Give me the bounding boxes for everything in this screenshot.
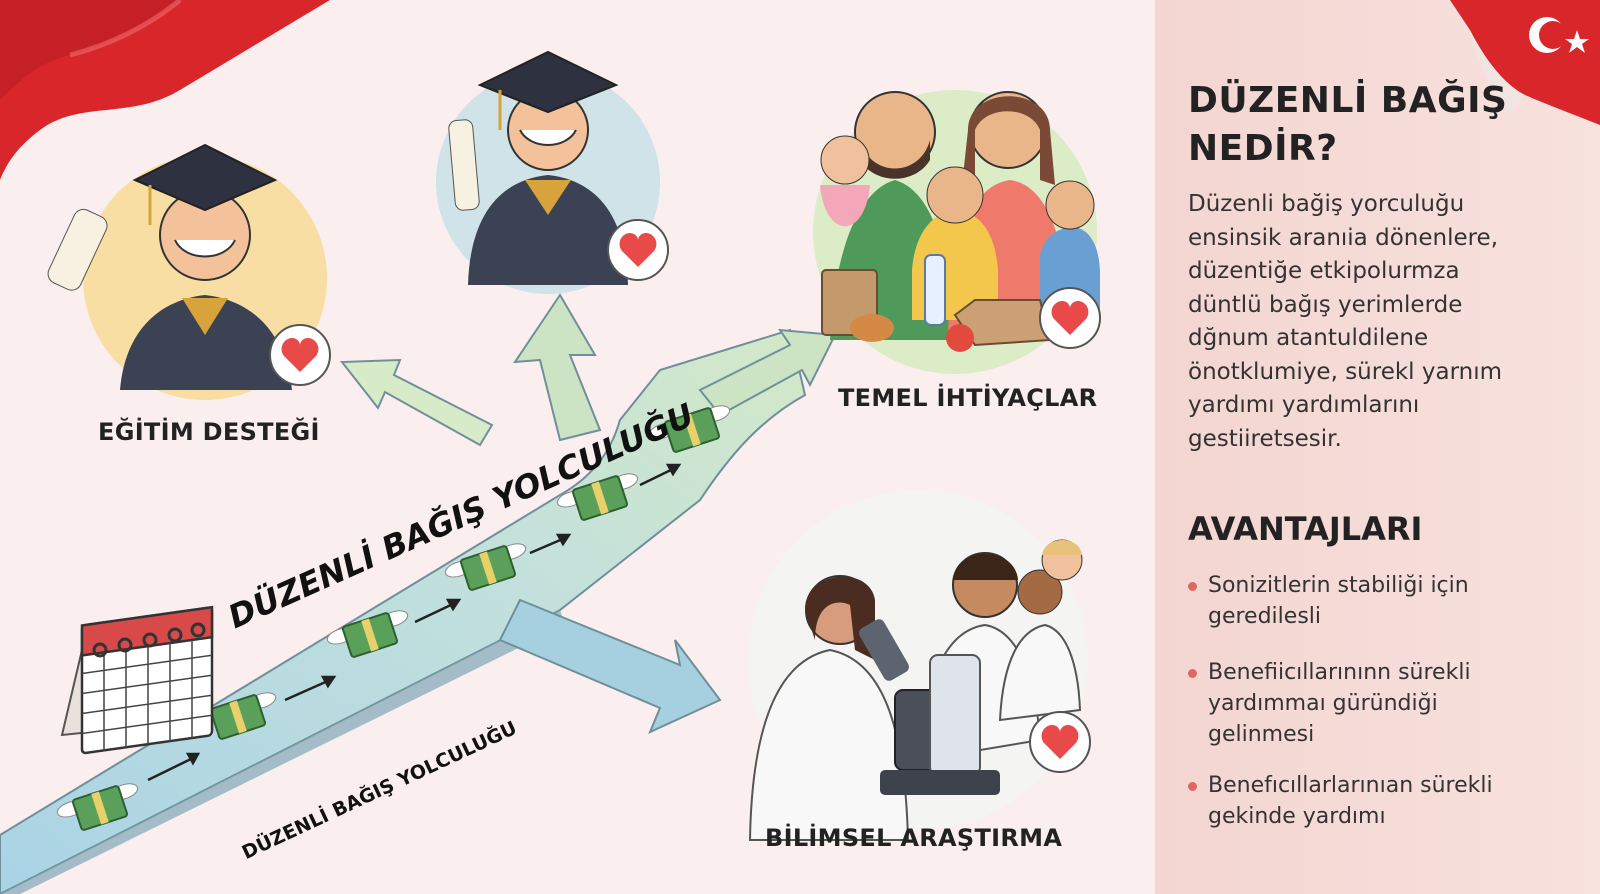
winged-money-icon — [648, 405, 731, 453]
turkish-flag-icon — [1450, 0, 1600, 125]
bullet-icon — [1188, 782, 1197, 791]
advantage-item: Benefiicıllarınınn sürekli yardımmaı gür… — [1188, 657, 1558, 750]
category-education-label: EĞİTİM DESTEĞİ — [98, 418, 320, 446]
winged-money-icons — [56, 405, 731, 831]
advantage-line: gelinmesi — [1208, 722, 1315, 747]
description-line: önotklumiye, sürekl yarnım — [1188, 358, 1503, 385]
winged-money-icon — [556, 473, 639, 521]
winged-money-icon — [444, 543, 527, 591]
page-title-line1: DÜZENLİ BAĞIŞ — [1188, 80, 1508, 121]
page-title-line2: NEDİR? — [1188, 128, 1338, 169]
description-line: gestiiretsesir. — [1188, 425, 1342, 452]
advantage-line: geredilesli — [1208, 604, 1322, 629]
flag-ribbon-left — [0, 0, 330, 180]
description-line: Düzenli bağiş yorculuğu — [1188, 191, 1465, 217]
basic-needs-illustration — [813, 90, 1101, 374]
heart-icon — [1051, 301, 1089, 335]
heart-icon — [281, 338, 319, 372]
description-line: düntlü bağış yerimlerde — [1188, 291, 1463, 318]
heart-icon — [619, 233, 657, 267]
description-line: yardımı yardımlarını — [1188, 392, 1420, 418]
info-panel-bg — [1155, 0, 1600, 894]
advantage-line: Benefıcıllarlarınıan sürekli — [1208, 773, 1493, 798]
winged-money-icon — [56, 783, 139, 831]
category-research-label: BİLİMSEL ARAŞTIRMA — [765, 824, 1063, 852]
winged-money-icon — [326, 610, 409, 658]
advantage-item: Sonizitlerin stabiliği için geredilesli — [1188, 570, 1558, 632]
calendar-icon — [60, 605, 214, 755]
graduate-illustration — [436, 50, 669, 294]
bullet-icon — [1188, 669, 1197, 678]
road-arrows — [147, 463, 682, 782]
heart-icon — [1041, 725, 1079, 759]
advantages-title: AVANTAJLARI — [1188, 510, 1423, 548]
category-basic-needs-label: TEMEL İHTİYAÇLAR — [838, 384, 1098, 412]
bullet-icon — [1188, 582, 1197, 591]
description-paragraph: Düzenli bağiş yorculuğu ensinsik aranıia… — [1188, 188, 1568, 456]
advantage-item: Benefıcıllarlarınıan sürekli gekinde yar… — [1188, 770, 1558, 832]
advantage-line: Sonizitlerin stabiliği için — [1208, 573, 1469, 598]
description-line: dğnum atantuldilene — [1188, 325, 1429, 351]
advantage-line: gekinde yardımı — [1208, 804, 1386, 829]
description-line: düzentiğe etkipolurmza — [1188, 258, 1460, 284]
advantage-line: Benefiicıllarınınn sürekli — [1208, 660, 1471, 685]
research-illustration — [748, 490, 1091, 841]
description-line: ensinsik aranıia dönenlere, — [1188, 224, 1499, 251]
education-illustration — [47, 143, 331, 400]
advantage-line: yardımmaı güründiği — [1208, 691, 1438, 716]
